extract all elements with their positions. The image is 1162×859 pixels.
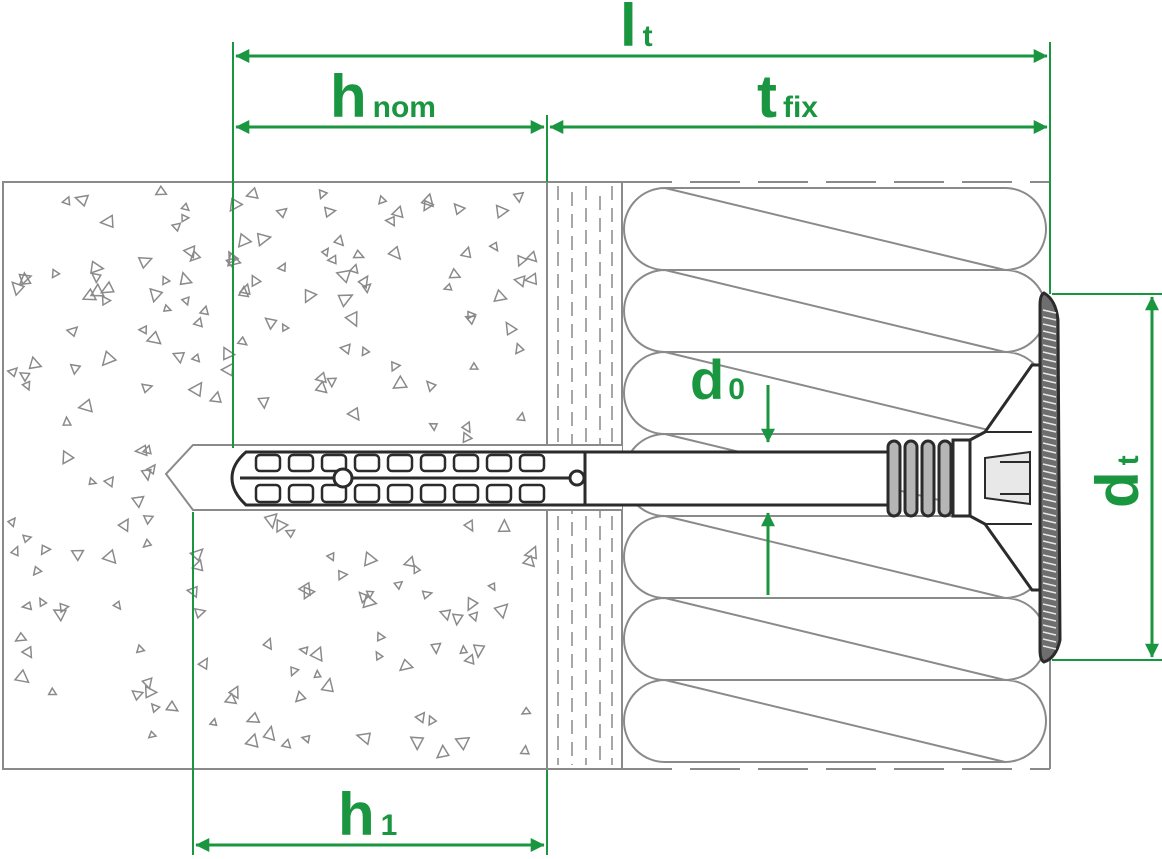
anchor-plate-texture (1042, 309, 1057, 650)
anchor-grip-rings (886, 438, 974, 518)
insulation-anchor (230, 291, 1062, 664)
dimension-lines (192, 42, 1162, 855)
anchor-head-plate (1038, 291, 1062, 664)
concrete-aggregate-marks (6, 184, 538, 759)
anchor-shaft (583, 450, 892, 507)
anchor-sleeve-ribs (254, 453, 546, 504)
dt-label: dt (1084, 455, 1151, 508)
